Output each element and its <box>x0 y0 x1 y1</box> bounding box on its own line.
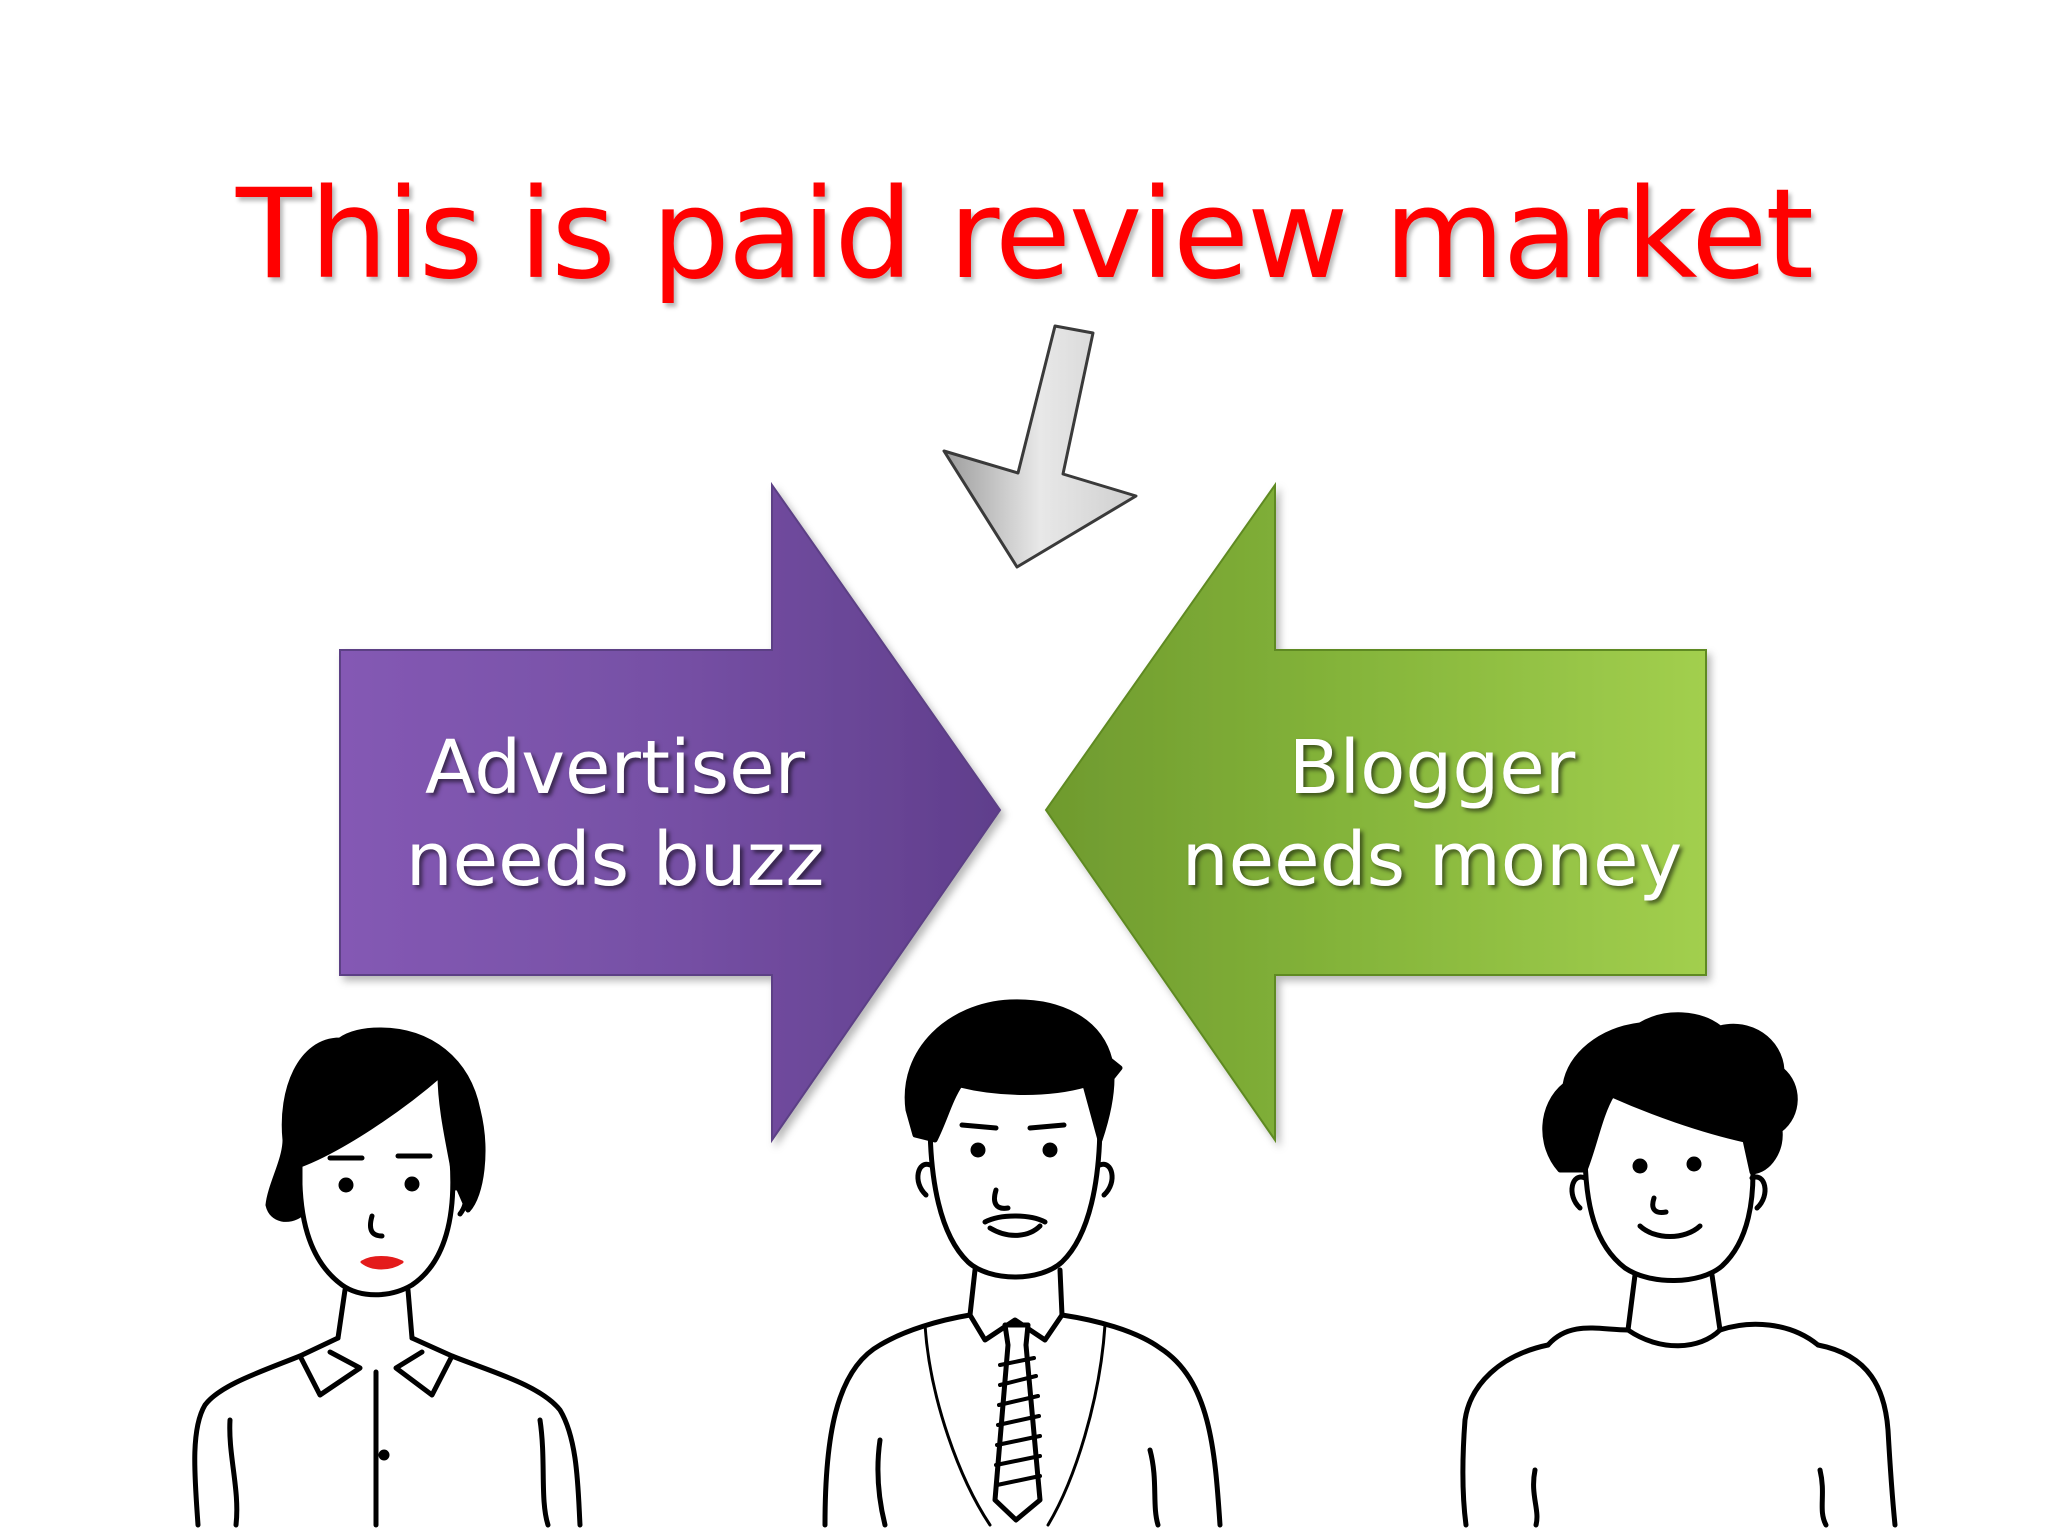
right-arrow-label: Blogger needs money <box>1152 722 1712 906</box>
slide-title: This is paid review market <box>235 163 1814 307</box>
man-with-tie-figure <box>822 999 1223 1528</box>
woman-hair <box>265 1027 486 1222</box>
left-arrow-label: Advertiser needs buzz <box>335 722 895 906</box>
pointer-arrow-icon <box>942 324 1138 569</box>
left-arrow-shape <box>339 481 1002 1144</box>
woman-lips <box>360 1256 404 1270</box>
left-arrow-line1: Advertiser <box>424 725 806 811</box>
right-arrow-shape <box>1044 481 1707 1144</box>
woman-figure <box>192 1027 583 1528</box>
man-hair <box>904 999 1123 1143</box>
left-arrow-line2: needs buzz <box>405 817 825 903</box>
right-arrow-line2: needs money <box>1181 817 1683 903</box>
curly-haired-man-figure <box>1460 1012 1898 1528</box>
curly-hair <box>1542 1012 1798 1175</box>
right-arrow-line1: Blogger <box>1288 725 1576 811</box>
